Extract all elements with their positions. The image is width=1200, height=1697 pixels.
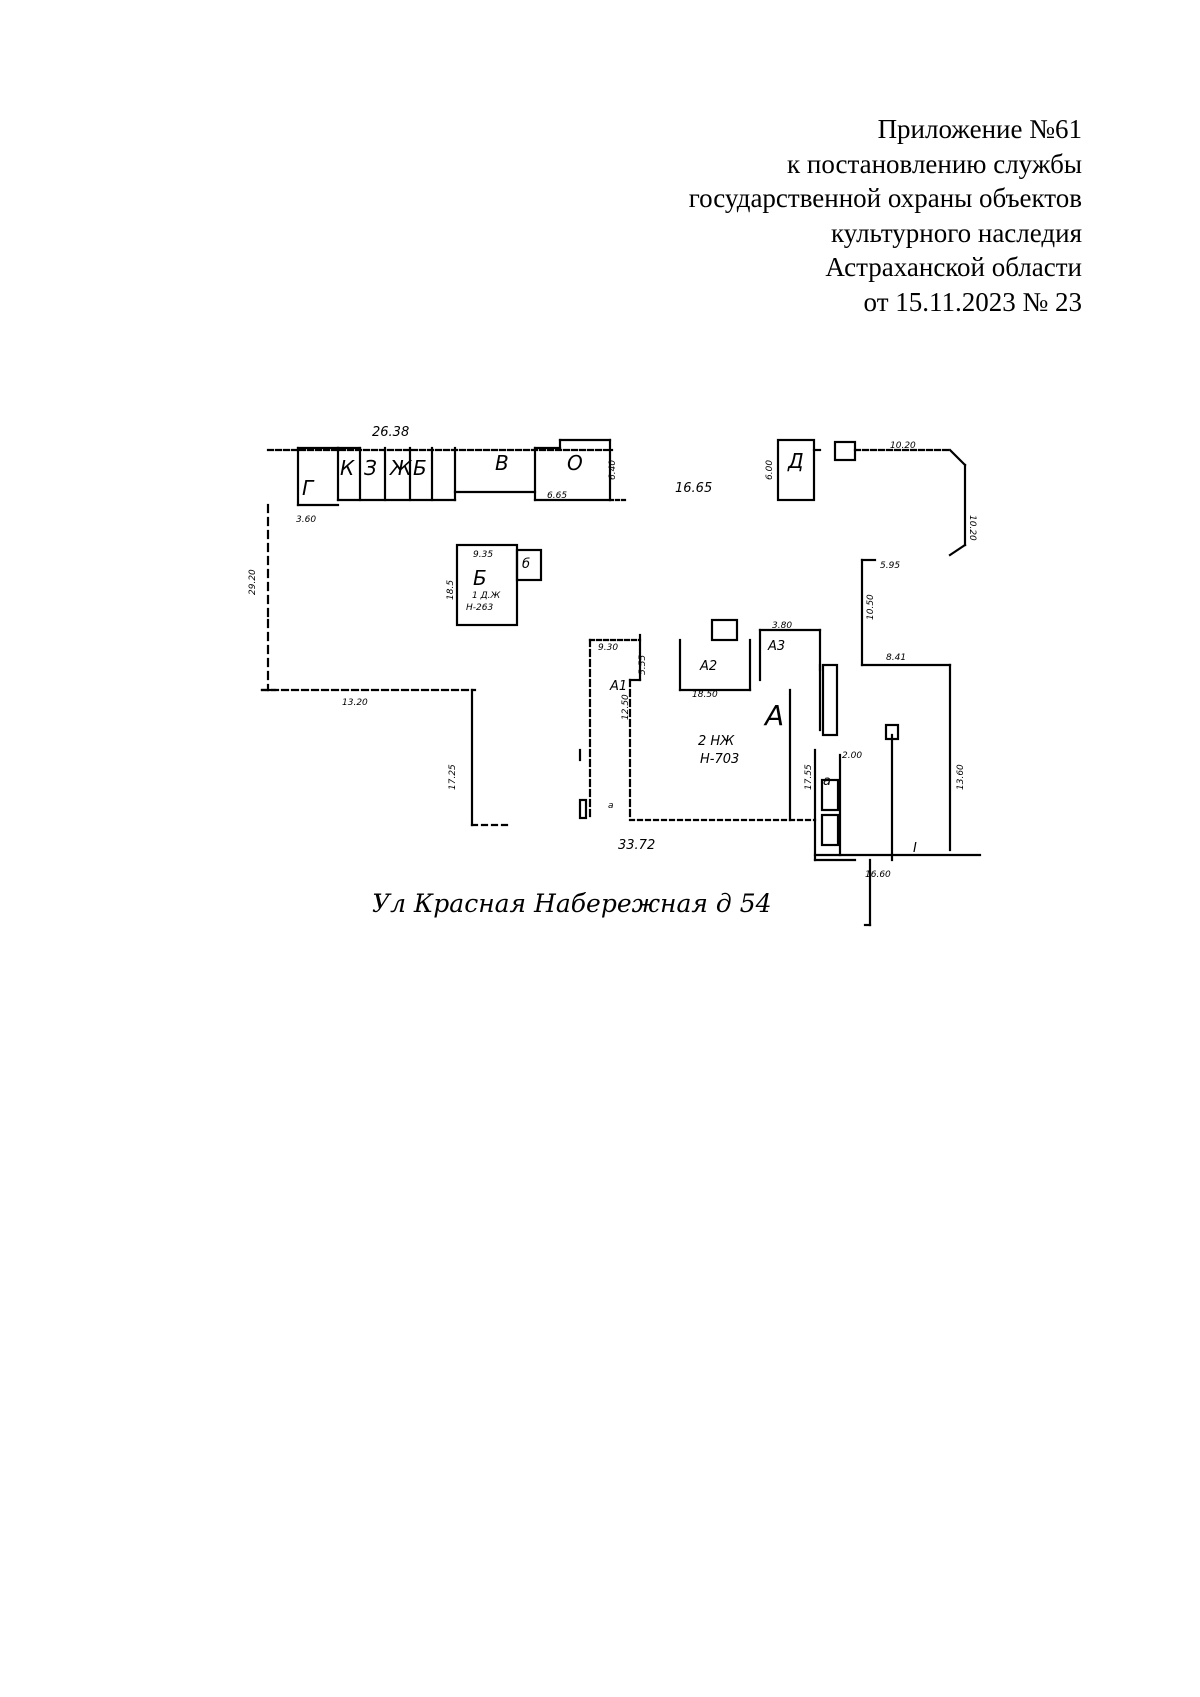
- building-b-inner: [455, 543, 543, 627]
- label-g: Г: [302, 476, 315, 500]
- dim-o-height: 6.40: [608, 460, 618, 480]
- dim-right-inner: 5.95: [880, 561, 900, 571]
- dim-top: 26.38: [372, 425, 409, 440]
- top-outbuildings: [266, 438, 627, 507]
- dim-main-bottom: 33.72: [618, 838, 655, 853]
- dim-right-upper: 10.20: [967, 515, 977, 541]
- main-left-details: [578, 748, 588, 820]
- label-a-small: а: [608, 801, 614, 811]
- dim-a1-side: 12.50: [621, 694, 631, 720]
- dim-g-width: 3.60: [296, 515, 316, 525]
- label-d: Д: [787, 449, 804, 473]
- dim-a1-width: 9.30: [598, 643, 618, 653]
- label-a3: А3: [767, 639, 785, 654]
- right-boundary: [813, 558, 982, 862]
- street-caption: Ул Красная Набережная д 54: [372, 889, 772, 918]
- header-line-decree: к постановлению службы: [787, 148, 1082, 179]
- dim-left-bottom: 13.20: [342, 698, 368, 708]
- dim-a3-width: 3.80: [772, 621, 792, 631]
- label-a2: А2: [699, 659, 717, 674]
- label-z: З: [364, 456, 377, 480]
- dim-left: 29.20: [248, 569, 258, 595]
- header-line-date: от 15.11.2023 № 23: [863, 286, 1082, 317]
- label-b-inner: Б: [473, 566, 487, 590]
- label-a-floors: 2 НЖ: [698, 734, 735, 749]
- dim-b-height: 18.5: [446, 580, 456, 600]
- label-b-code: Н-263: [466, 603, 493, 613]
- dim-right-lower: 13.60: [956, 764, 966, 790]
- building-d: [776, 438, 967, 557]
- label-o: О: [567, 451, 583, 475]
- dim-top-mid: 16.65: [675, 481, 712, 496]
- label-a-side: а: [823, 774, 831, 789]
- dim-main-inner: 18.50: [692, 690, 718, 700]
- left-boundary: [260, 503, 512, 827]
- document-header: Приложение №61 к постановлению службы го…: [689, 112, 1082, 319]
- label-a1: А1: [609, 679, 627, 694]
- header-line-service: государственной охраны объектов: [688, 183, 1082, 213]
- dim-side-20: 2.00: [842, 751, 862, 761]
- mark-roman-one: I: [913, 841, 917, 856]
- dim-mid-v: 17.25: [448, 764, 458, 790]
- dim-right-v: 10.50: [866, 594, 876, 620]
- label-b-top: Б: [413, 456, 427, 480]
- dim-b-width: 9.35: [473, 550, 493, 560]
- label-k: К: [340, 456, 355, 480]
- dim-bottom-right: 16.60: [865, 870, 891, 880]
- dim-side-55: 5.55: [638, 655, 648, 675]
- dim-top-right: 10.20: [890, 441, 916, 451]
- header-line-appendix: Приложение №61: [877, 114, 1082, 144]
- header-line-region: Астраханской области: [825, 252, 1082, 282]
- header-line-heritage: культурного наследия: [831, 217, 1082, 248]
- dim-d-height: 6.00: [765, 460, 775, 480]
- dim-o-width: 6.65: [547, 491, 567, 501]
- building-a-main: [588, 618, 857, 862]
- label-b-floors: 1 Д.Ж: [472, 591, 500, 601]
- label-b-small: б: [522, 557, 530, 572]
- label-a-main: А: [763, 699, 784, 732]
- label-a-code: Н-703: [700, 752, 739, 767]
- label-v: В: [495, 451, 509, 475]
- dim-right-h: 8.41: [886, 653, 906, 663]
- label-zh: Ж: [388, 456, 413, 480]
- dim-side-17: 17.55: [804, 764, 814, 790]
